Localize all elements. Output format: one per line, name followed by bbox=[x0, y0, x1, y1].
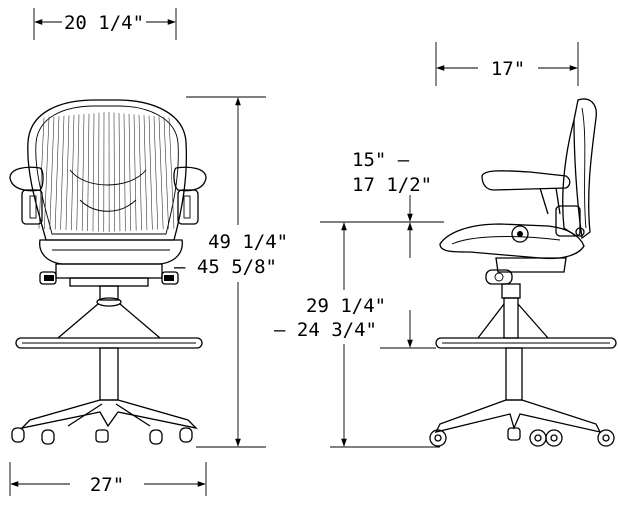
side-seat-height-label-2: – 24 3/4" bbox=[274, 319, 377, 341]
side-arm-height-label-2: 17 1/2" bbox=[352, 174, 432, 196]
front-gas-cylinder bbox=[99, 347, 119, 401]
side-base bbox=[434, 399, 602, 433]
mesh-strand bbox=[133, 114, 137, 231]
mesh-strand bbox=[128, 113, 132, 231]
mesh-strand bbox=[54, 116, 60, 230]
side-armrest bbox=[481, 170, 571, 191]
mesh-strand bbox=[113, 112, 115, 232]
front-base-dimension: 27" bbox=[9, 462, 207, 496]
side-foot-ring bbox=[435, 337, 617, 349]
side-backrest bbox=[573, 98, 597, 240]
front-base-label: 27" bbox=[90, 474, 124, 496]
mesh-strand bbox=[65, 115, 70, 231]
side-seat-height-label-1: 29 1/4" bbox=[306, 295, 386, 317]
front-base bbox=[20, 399, 198, 430]
mesh-strand bbox=[143, 115, 148, 231]
front-height-label-1: 49 1/4" bbox=[208, 231, 288, 253]
side-depth-label: 17" bbox=[491, 58, 525, 80]
front-height-label-2: – 45 5/8" bbox=[174, 256, 277, 278]
mesh-strand bbox=[138, 114, 142, 231]
mesh-strand bbox=[60, 115, 65, 230]
mesh-strand bbox=[123, 113, 126, 232]
mesh-strand bbox=[168, 117, 175, 229]
front-width-label: 20 1/4" bbox=[64, 12, 144, 34]
mesh-strand bbox=[81, 114, 85, 231]
front-seat bbox=[39, 239, 183, 265]
mesh-strand bbox=[153, 116, 159, 230]
side-view-chair bbox=[429, 98, 617, 447]
front-left-armrest bbox=[9, 166, 44, 192]
mesh-strand bbox=[87, 113, 90, 232]
front-height-dimension: 49 1/4" – 45 5/8" bbox=[174, 96, 288, 448]
mesh-strand bbox=[158, 116, 164, 230]
front-width-dimension: 20 1/4" bbox=[33, 8, 177, 40]
side-seat bbox=[439, 223, 585, 260]
mesh-strand bbox=[118, 113, 121, 232]
front-backrest-mesh bbox=[38, 112, 175, 232]
side-arm-height-dimension: 15" – 17 1/2" bbox=[320, 149, 444, 348]
mesh-strand bbox=[44, 117, 50, 229]
side-arm-height-label-1: 15" – bbox=[352, 149, 410, 171]
mesh-strand bbox=[38, 117, 45, 229]
mesh-strand bbox=[163, 116, 169, 230]
side-depth-dimension: 17" bbox=[435, 42, 579, 86]
mesh-strand bbox=[76, 114, 80, 231]
mesh-strand bbox=[98, 112, 100, 232]
mesh-strand bbox=[148, 115, 153, 230]
mesh-strand bbox=[92, 113, 95, 232]
front-right-armrest bbox=[173, 166, 207, 192]
mesh-strand bbox=[49, 116, 55, 230]
front-view-chair bbox=[9, 99, 207, 445]
side-casters bbox=[429, 427, 615, 447]
front-casters bbox=[11, 427, 193, 445]
side-seat-height-dimension: 29 1/4" – 24 3/4" bbox=[274, 222, 440, 448]
side-gas-cylinder bbox=[505, 347, 523, 401]
